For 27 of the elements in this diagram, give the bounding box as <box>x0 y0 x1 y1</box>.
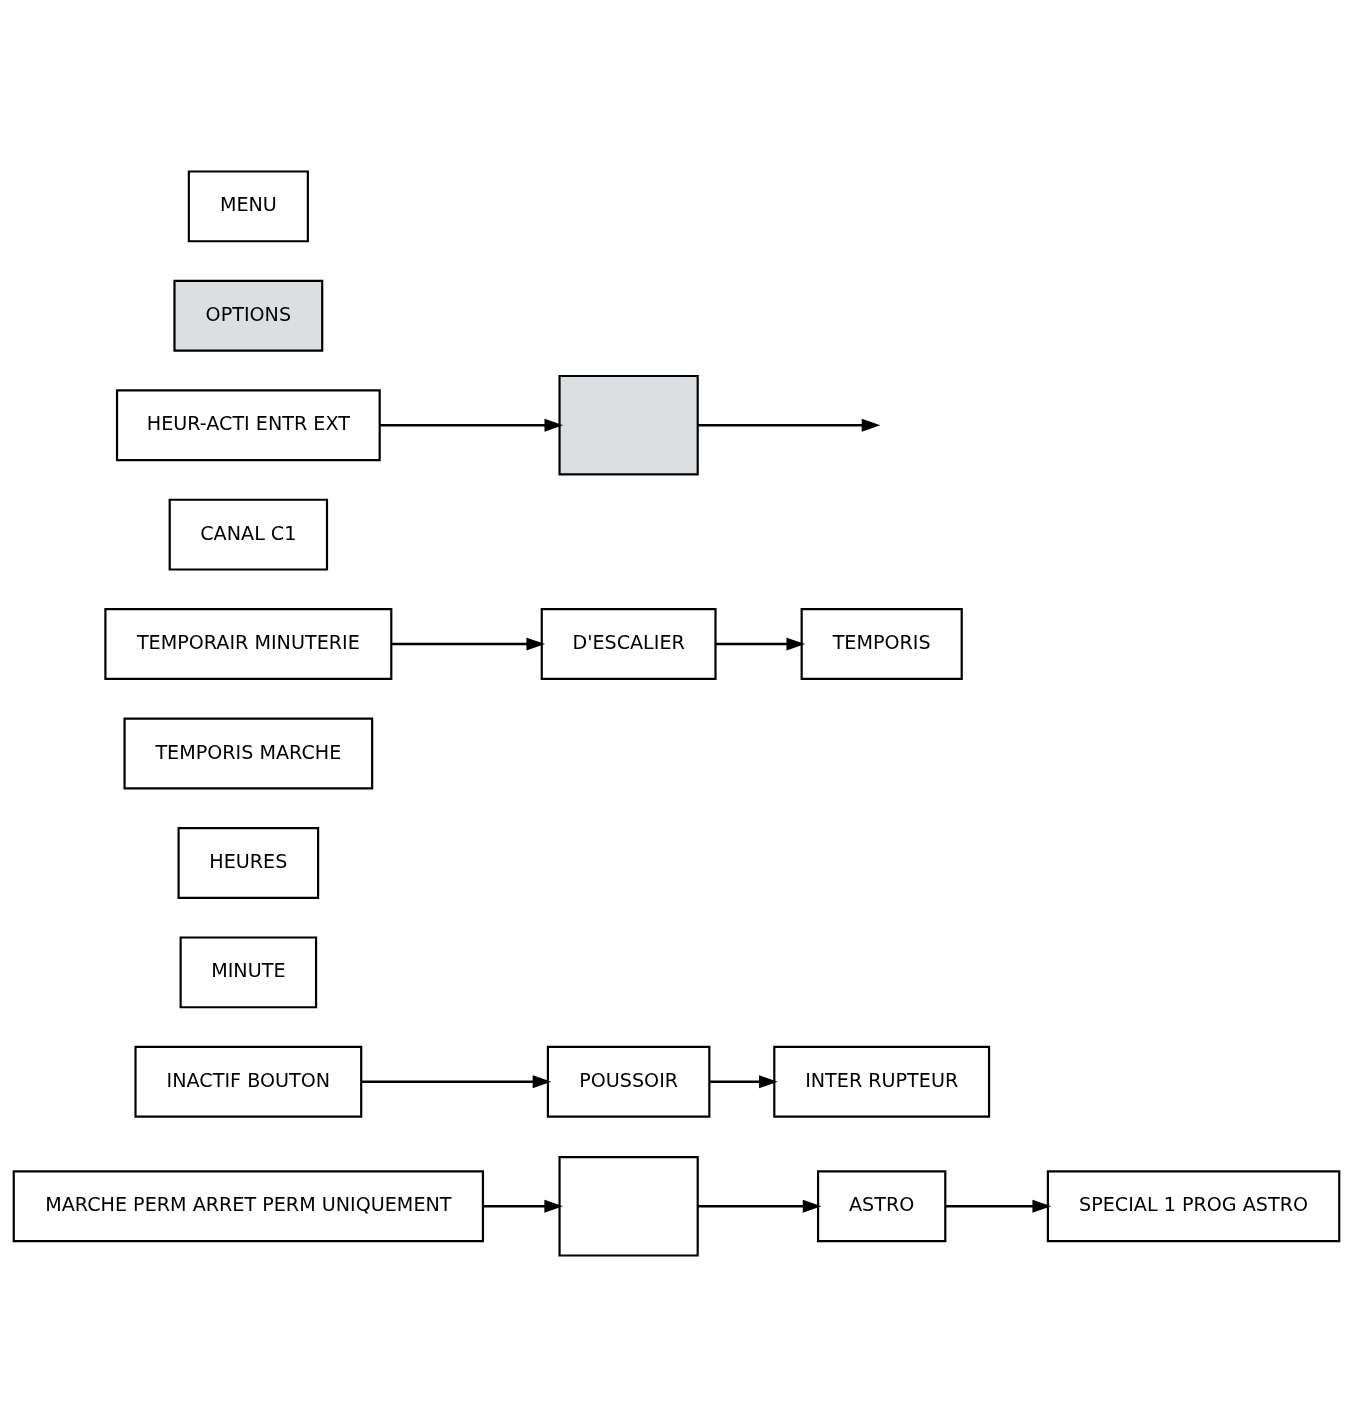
arrow <box>697 418 881 432</box>
node-box: MENU <box>187 169 309 242</box>
node-box: TEMPORIS <box>800 607 963 680</box>
node-box: HEUR-ACTI ENTR EXT <box>115 388 381 461</box>
node-box: TEMPORAIR MINUTERIE <box>104 607 393 680</box>
arrow <box>945 1199 1052 1213</box>
node-box: D'ESCALIER <box>540 607 717 680</box>
arrow <box>715 637 806 651</box>
node-box: INACTIF BOUTON <box>134 1045 363 1118</box>
node-box <box>558 374 699 476</box>
node-box: CANAL C1 <box>168 498 329 571</box>
node-box: HEURES <box>177 826 320 899</box>
arrow <box>483 1199 563 1213</box>
node-box: SPECIAL 1 PROG ASTRO <box>1046 1169 1341 1242</box>
arrow <box>380 418 564 432</box>
arrow <box>361 1074 552 1088</box>
arrow <box>709 1074 778 1088</box>
node-box <box>558 1155 699 1257</box>
node-box: ASTRO <box>817 1169 947 1242</box>
arrow <box>697 1199 822 1213</box>
node-box: MARCHE PERM ARRET PERM UNIQUEMENT <box>12 1169 485 1242</box>
arrow <box>391 637 546 651</box>
node-box: INTER RUPTEUR <box>773 1045 991 1118</box>
node-box: TEMPORIS MARCHE <box>123 717 374 789</box>
node-box: MINUTE <box>179 935 318 1008</box>
node-box: OPTIONS <box>173 279 324 352</box>
node-box: POUSSOIR <box>546 1045 711 1118</box>
